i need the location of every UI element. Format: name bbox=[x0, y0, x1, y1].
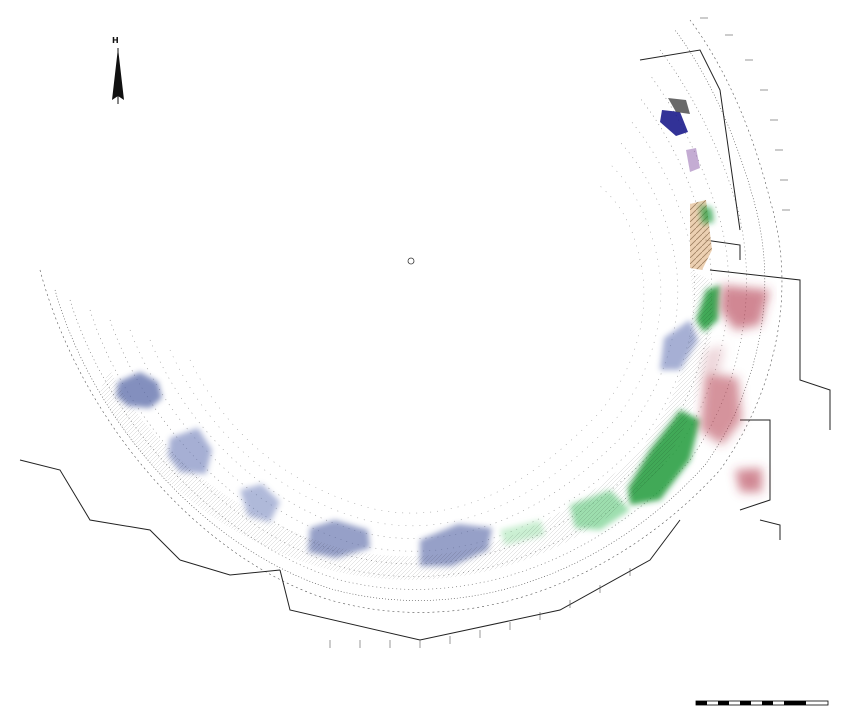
scale-bar-icon bbox=[695, 700, 829, 706]
outer-walls bbox=[19, 49, 831, 641]
survey-marks bbox=[329, 17, 790, 648]
north-arrow-icon bbox=[112, 48, 124, 104]
overlay-blue bbox=[116, 320, 698, 566]
overlay-red bbox=[700, 285, 770, 492]
north-arrow-label: H bbox=[112, 36, 119, 45]
site-structure-outlines bbox=[39, 19, 783, 613]
overlay-top bbox=[660, 98, 700, 172]
center-marker bbox=[407, 257, 415, 265]
site-band-texture bbox=[100, 270, 713, 580]
